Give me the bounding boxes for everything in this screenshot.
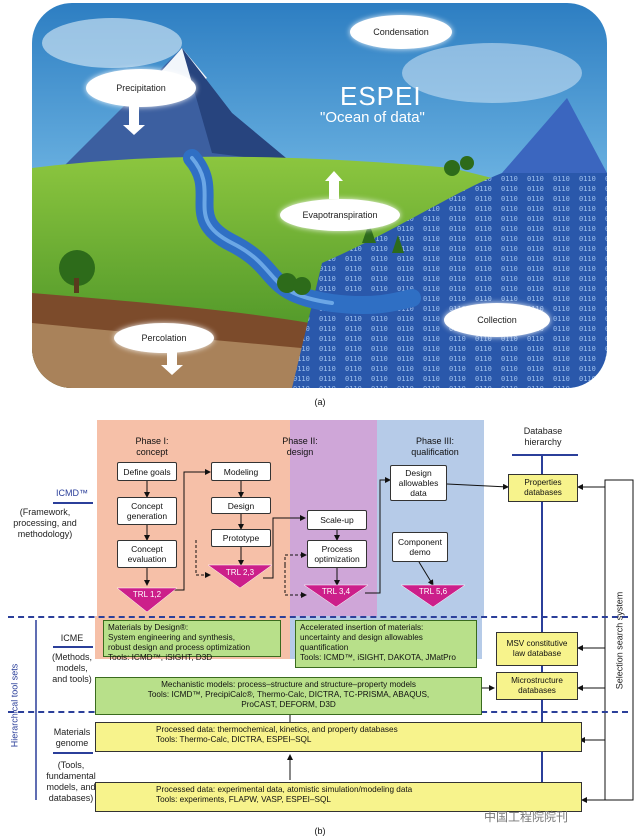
- caption-a: (a): [314, 397, 326, 407]
- mbd-line-3: robust design and process optimization: [108, 643, 250, 652]
- concept-generation-box: Concept generation: [117, 497, 177, 525]
- prototype-box: Prototype: [211, 529, 271, 547]
- aim-line-1: Accelerated insertion of materials:: [300, 623, 424, 632]
- raw-line-1: Processed data: experimental data, atomi…: [156, 785, 413, 794]
- msv-database-box: MSV constitutive law database: [496, 632, 578, 666]
- trl-1-2-label: TRL 1,2: [132, 590, 162, 599]
- component-demo-box: Component demo: [392, 532, 448, 562]
- accelerated-insertion-box: Accelerated insertion of materials: unce…: [295, 620, 477, 668]
- precipitation-cloud: Precipitation: [86, 69, 196, 107]
- processed-line-2: Tools: Thermo-Calc, DICTRA, ESPEI–SQL: [156, 735, 312, 744]
- genome-title: Materials genome: [53, 727, 91, 748]
- icme-description: (Methods, models, and tools): [51, 652, 93, 684]
- icme-title: ICME: [60, 633, 84, 643]
- processed-databases-box: Processed data: thermochemical, kinetics…: [95, 722, 582, 752]
- percolation-cloud: Percolation: [114, 323, 214, 353]
- percolation-label: Percolation: [141, 333, 187, 343]
- trl-3-4-label: TRL 3,4: [321, 587, 351, 596]
- raw-data-box: Processed data: experimental data, atomi…: [95, 782, 582, 812]
- modeling-box: Modeling: [211, 462, 271, 481]
- mbd-line-2: System engineering and synthesis,: [108, 633, 235, 642]
- espei-title: ESPEI: [340, 81, 422, 111]
- properties-databases-box: Properties databases: [508, 474, 578, 502]
- mech-line-2: Tools: ICMD™, PrecipiCalc®, Thermo-Calc,…: [147, 690, 430, 699]
- trl-5-6-label: TRL 5,6: [418, 587, 448, 596]
- separator-icmd: [8, 616, 628, 618]
- raw-line-2: Tools: experiments, FLAPW, VASP, ESPEI–S…: [156, 795, 331, 804]
- genome-description: (Tools, fundamental models, and database…: [46, 760, 96, 803]
- precipitation-label: Precipitation: [116, 83, 166, 93]
- mechanistic-models-box: Mechanistic models: process–structure an…: [95, 677, 482, 715]
- concept-evaluation-box: Concept evaluation: [117, 540, 177, 568]
- phase1-title: Phase I: concept: [135, 436, 169, 457]
- aim-line-2: uncertainty and design allowables: [300, 633, 423, 642]
- mbd-line-1: Materials by Design®:: [108, 623, 189, 632]
- phase2-title: Phase II: design: [282, 436, 318, 457]
- database-hierarchy-title: Database hierarchy: [523, 426, 563, 447]
- ocean-subtitle: "Ocean of data": [320, 109, 425, 126]
- scale-up-box: Scale-up: [307, 510, 367, 530]
- aim-line-3: quantification: [300, 643, 349, 652]
- mbd-line-4: Tools: ICMD™, iSIGHT, D3D: [108, 653, 213, 662]
- hierarchical-tool-sets-label: Hierarchical tool sets: [9, 663, 20, 748]
- process-optimization-box: Process optimization: [307, 540, 367, 568]
- caption-b: (b): [314, 826, 326, 836]
- selection-search-system-label: Selection search system: [614, 591, 625, 690]
- design-allowables-box: Design allowables data: [390, 465, 447, 501]
- aim-line-4: Tools: ICMD™, iSIGHT, DAKOTA, JMatPro: [300, 653, 456, 662]
- evapotranspiration-cloud: Evapotranspiration: [280, 199, 400, 231]
- mech-line-3: ProCAST, DEFORM, D3D: [241, 700, 336, 709]
- processed-line-1: Processed data: thermochemical, kinetics…: [156, 725, 398, 734]
- collection-cloud: Collection: [444, 303, 550, 337]
- define-goals-box: Define goals: [117, 462, 177, 481]
- collection-label: Collection: [477, 315, 517, 325]
- materials-by-design-box: Materials by Design®: System engineering…: [103, 620, 281, 662]
- ocean-of-data-illustration: 0110 Condensation Precipitat: [32, 3, 607, 388]
- condensation-cloud: Condensation: [350, 15, 452, 49]
- evapotranspiration-label: Evapotranspiration: [302, 210, 378, 220]
- watermark: 中国工程院院刊: [484, 810, 569, 824]
- trl-2-3-label: TRL 2,3: [225, 568, 255, 577]
- microstructure-databases-box: Microstructure databases: [496, 672, 578, 700]
- icmd-title: ICMD™: [56, 488, 88, 498]
- mech-line-1: Mechanistic models: process–structure an…: [161, 680, 416, 689]
- condensation-label: Condensation: [373, 27, 429, 37]
- icmd-description: (Framework, processing, and methodology): [13, 507, 77, 539]
- phase3-title: Phase III: qualification: [411, 436, 459, 457]
- design-box: Design: [211, 497, 271, 514]
